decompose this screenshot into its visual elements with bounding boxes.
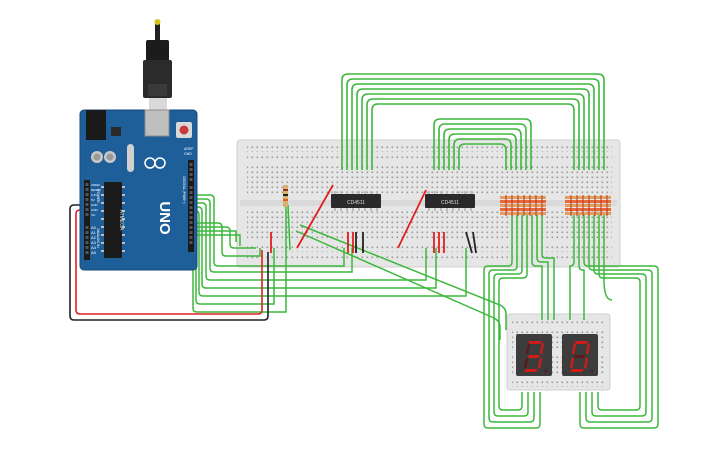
wires-to-displays [287,204,659,429]
power-pin-label: Vin [91,213,96,217]
power-pin-label: GND [91,203,99,207]
power-pin-label: IOREF [91,183,100,187]
power-wires [69,204,269,321]
power-pin-label: 3.3V [91,193,97,197]
chip-2: CD4511 [425,191,475,211]
resistor-array-right [565,195,611,216]
analog-header-label: ANALOG IN [96,228,100,248]
usb-cable [143,19,172,112]
digit-3-segments [524,341,544,372]
resistor-array-left [500,195,546,216]
chip-2-label: CD4511 [441,200,459,206]
gnd-label: GND [184,152,192,156]
red-jumpers [270,184,445,253]
power-pin-label: 5V [91,198,95,202]
digit-0-segments [570,341,590,372]
analog-pin-label: A2 [91,235,97,240]
power-header-label: POWER [96,189,100,203]
seven-segment-display-1: 3 [516,334,552,376]
seven-segment-display-2: 0 [562,334,598,376]
analog-pin-label: A0 [91,225,97,230]
wires-top-loops [341,73,605,170]
power-pin-label: RESET [91,188,101,192]
arduino-uno-board: UNO ATMEGA DIGITAL (PWM~) POWER ANALOG I… [79,109,198,271]
black-jumpers [355,231,477,254]
chip-1-label: CD4511 [347,200,365,206]
aref-label: AREF [184,147,193,151]
analog-pin-label: A1 [91,230,97,235]
power-pin-label: GND [91,208,99,212]
digital-header-label: DIGITAL (PWM~) [182,176,186,203]
single-resistor [283,185,288,207]
analog-pin-label: A5 [91,250,97,255]
analog-pin-label: A3 [91,240,97,245]
chip-label: ATMEGA [118,210,124,231]
board-brand: UNO [156,201,173,235]
analog-pin-label: A4 [91,245,97,250]
chip-1: CD4511 [331,191,381,211]
